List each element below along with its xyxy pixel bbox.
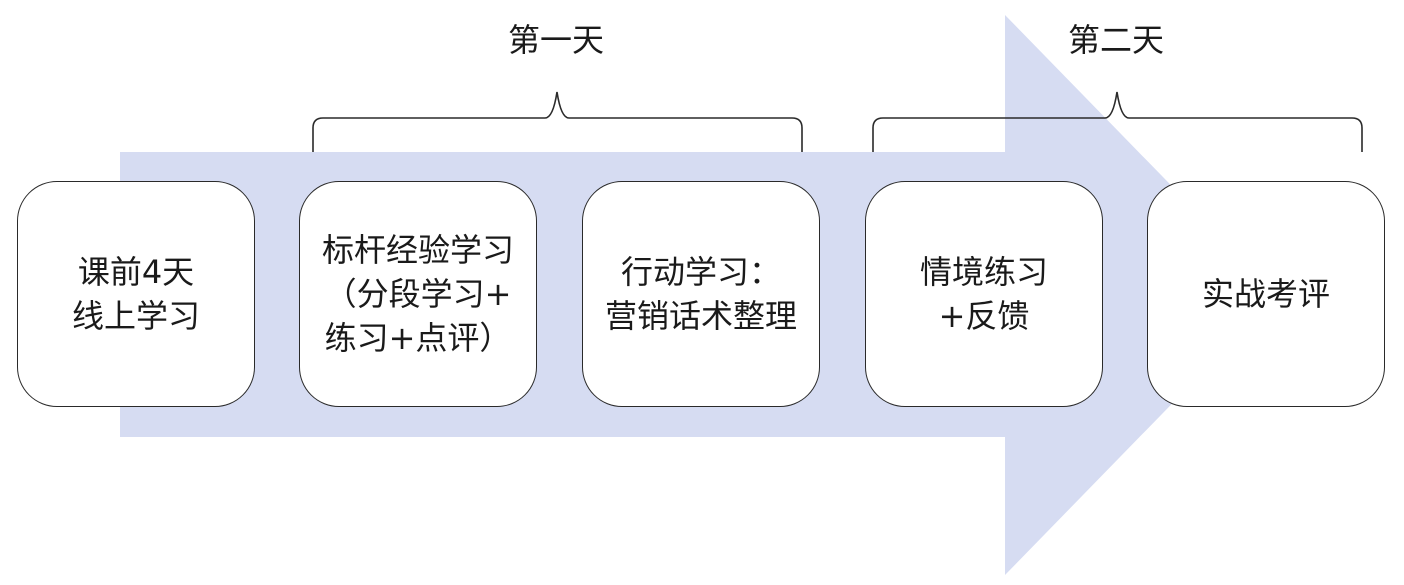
day-two-brace: [872, 91, 1363, 152]
step-text-line: （分段学习+: [324, 275, 512, 313]
day-two-label: 第二天: [1068, 21, 1165, 59]
step-text-line: 线上学习: [71, 297, 200, 335]
step-text-line: 行动学习：: [620, 253, 781, 291]
step-text-line: 练习+点评）: [324, 319, 512, 357]
step-pre-course-online: 课前4天 线上学习: [17, 181, 255, 407]
step-practical-assessment: 实战考评: [1147, 181, 1385, 407]
step-text-line: 情境练习: [919, 253, 1048, 291]
day-one-brace: [312, 91, 803, 152]
step-text-line: +反馈: [938, 297, 1030, 335]
day-one-label: 第一天: [508, 21, 605, 59]
step-action-learning: 行动学习： 营销话术整理: [582, 181, 820, 407]
step-scenario-practice: 情境练习 +反馈: [865, 181, 1103, 407]
step-text-line: 标杆经验学习: [321, 231, 514, 269]
step-text-line: 营销话术整理: [604, 297, 797, 335]
step-text-line: 实战考评: [1201, 275, 1330, 313]
step-text-line: 课前4天: [77, 253, 195, 291]
step-benchmark-learning: 标杆经验学习 （分段学习+ 练习+点评）: [299, 181, 537, 407]
